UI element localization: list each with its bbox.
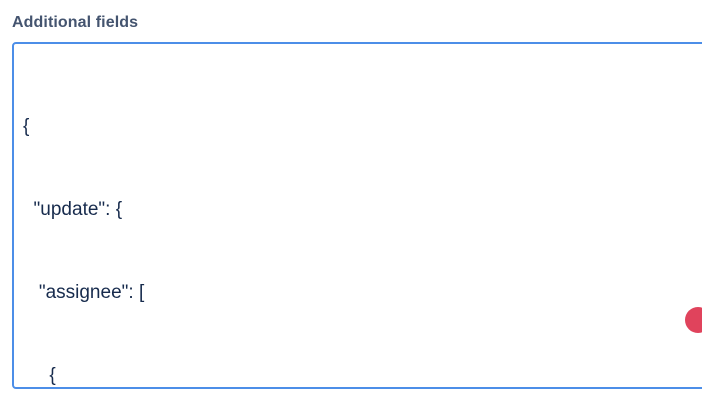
additional-fields-label: Additional fields [12, 14, 139, 31]
code-line-1: { [23, 116, 30, 138]
error-indicator-icon[interactable] [685, 307, 702, 333]
additional-fields-editor[interactable]: { "update": { "assignee": [ { "set": { "… [12, 42, 702, 389]
code-line-2: "update": { [23, 198, 123, 220]
json-code[interactable]: { "update": { "assignee": [ { "set": { "… [23, 58, 578, 387]
code-line-4: { [23, 364, 56, 386]
code-line-3: "assignee": [ [23, 281, 145, 303]
